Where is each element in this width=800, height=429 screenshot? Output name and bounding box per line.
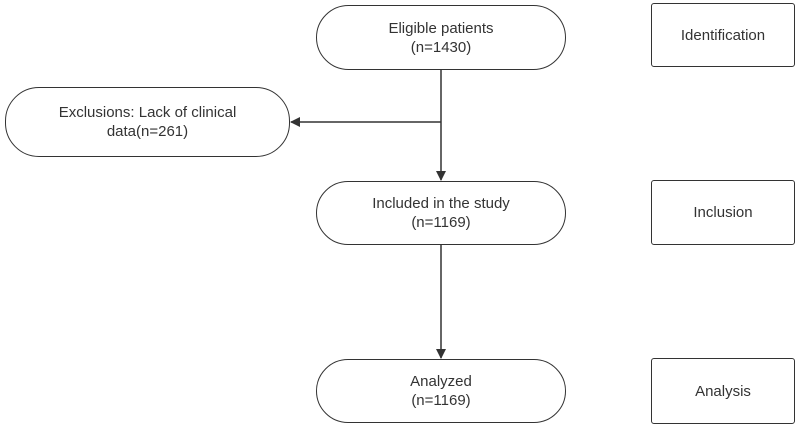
stage-inclusion-label: Inclusion [693,204,753,221]
eligible-patients-label: Eligible patients [388,19,494,37]
stage-identification-label: Identification [680,26,766,44]
stage-analysis-label: Analysis [695,382,751,400]
stage-identification-box: Identification [651,3,795,67]
included-count: (n=1169) [411,214,471,231]
stage-inclusion-box: Inclusion [651,180,795,245]
analyzed-label: Analyzed [410,373,472,390]
analyzed-count: (n=1169) [411,392,471,409]
eligible-patients-count: (n=1430) [410,38,472,56]
exclusions-box: Exclusions: Lack of clinical data(n=261) [5,87,290,157]
exclusions-count: data(n=261) [106,123,189,140]
included-label: Included in the study [372,195,510,212]
included-box: Included in the study (n=1169) [316,181,566,245]
stage-analysis-box: Analysis [651,358,795,424]
analyzed-box: Analyzed (n=1169) [316,359,566,423]
exclusions-label: Exclusions: Lack of clinical [58,104,237,121]
eligible-patients-box: Eligible patients (n=1430) [316,5,566,70]
